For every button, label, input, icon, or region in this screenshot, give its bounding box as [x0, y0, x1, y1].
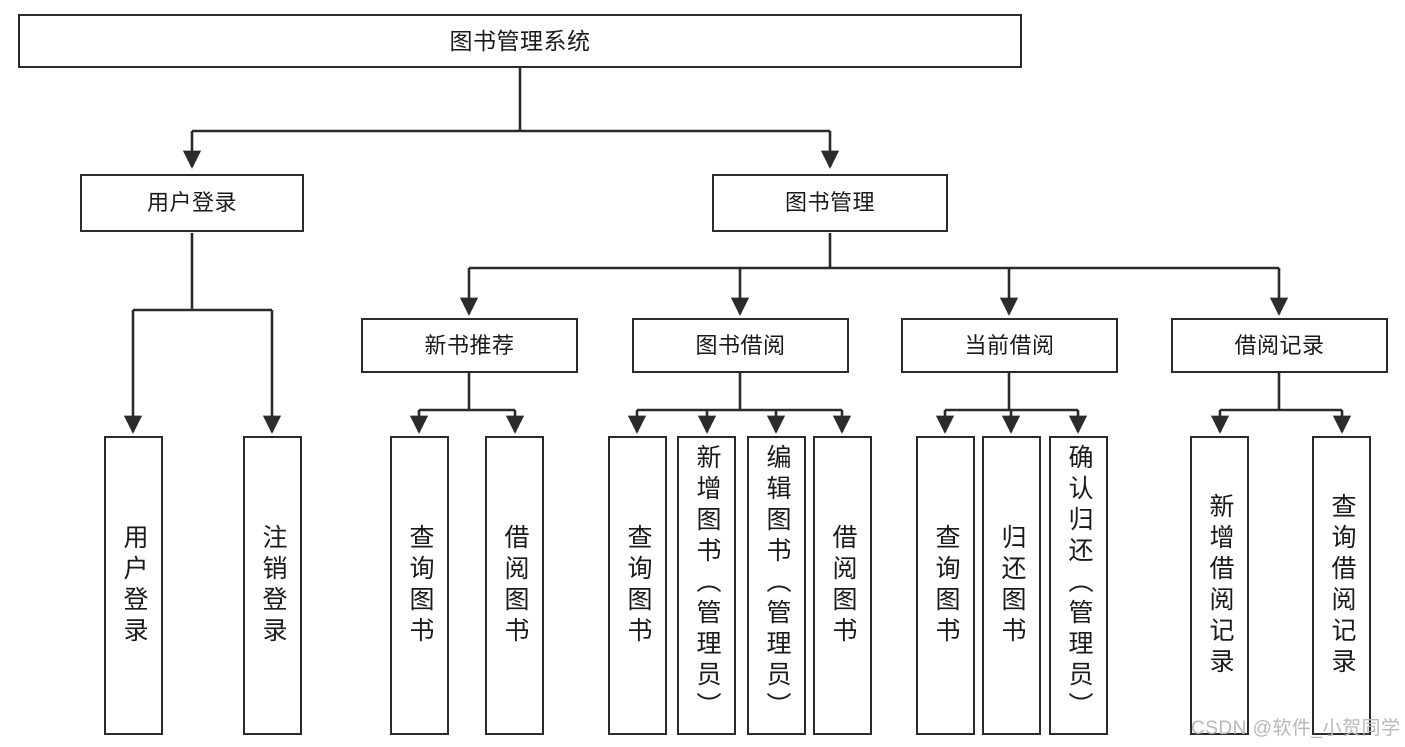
node-current-borrow[interactable]: 当前借阅: [901, 318, 1118, 373]
leaf-confirm-return[interactable]: 确认归还（管理员）: [1049, 436, 1108, 735]
node-borrow-record[interactable]: 借阅记录: [1171, 318, 1388, 373]
leaf-add-borrow-record-label: 新增借阅记录: [1206, 492, 1234, 679]
node-root-label: 图书管理系统: [449, 27, 591, 54]
leaf-confirm-return-label: 确认归还（管理员）: [1065, 444, 1093, 723]
node-borrow-record-label: 借阅记录: [1234, 332, 1325, 358]
leaf-query-book-2-label: 查询图书: [624, 523, 652, 648]
leaf-add-book-label: 新增图书（管理员）: [693, 444, 721, 723]
leaf-return-book-label: 归还图书: [998, 523, 1026, 648]
node-current-borrow-label: 当前借阅: [964, 332, 1055, 358]
leaf-user-login-label: 用户登录: [120, 523, 148, 648]
leaf-query-book-3[interactable]: 查询图书: [916, 436, 975, 735]
leaf-add-book[interactable]: 新增图书（管理员）: [677, 436, 736, 735]
leaf-user-logout[interactable]: 注销登录: [243, 436, 302, 735]
watermark: CSDN @软件_小贺同学: [1191, 718, 1401, 739]
leaf-edit-book-label: 编辑图书（管理员）: [763, 444, 791, 723]
leaf-user-login[interactable]: 用户登录: [104, 436, 163, 735]
node-user-login-label: 用户登录: [146, 190, 237, 216]
node-user-login[interactable]: 用户登录: [80, 174, 304, 232]
node-new-book-recommend[interactable]: 新书推荐: [361, 318, 578, 373]
leaf-query-book-1-label: 查询图书: [406, 523, 434, 648]
leaf-query-book-3-label: 查询图书: [932, 523, 960, 648]
node-book-manage[interactable]: 图书管理: [712, 174, 948, 232]
node-book-manage-label: 图书管理: [784, 190, 875, 216]
node-new-book-recommend-label: 新书推荐: [424, 332, 515, 358]
leaf-query-book-1[interactable]: 查询图书: [390, 436, 449, 735]
node-root[interactable]: 图书管理系统: [18, 14, 1022, 68]
leaf-add-borrow-record[interactable]: 新增借阅记录: [1190, 436, 1249, 735]
leaf-query-borrow-record[interactable]: 查询借阅记录: [1312, 436, 1371, 735]
leaf-query-borrow-record-label: 查询借阅记录: [1328, 492, 1356, 679]
node-book-borrow-label: 图书借阅: [695, 332, 786, 358]
leaf-return-book[interactable]: 归还图书: [982, 436, 1041, 735]
leaf-user-logout-label: 注销登录: [259, 523, 287, 648]
leaf-borrow-book-2[interactable]: 借阅图书: [813, 436, 872, 735]
leaf-borrow-book-1[interactable]: 借阅图书: [485, 436, 544, 735]
leaf-borrow-book-2-label: 借阅图书: [829, 523, 857, 648]
node-book-borrow[interactable]: 图书借阅: [632, 318, 849, 373]
leaf-query-book-2[interactable]: 查询图书: [608, 436, 667, 735]
leaf-borrow-book-1-label: 借阅图书: [501, 523, 529, 648]
leaf-edit-book[interactable]: 编辑图书（管理员）: [747, 436, 806, 735]
